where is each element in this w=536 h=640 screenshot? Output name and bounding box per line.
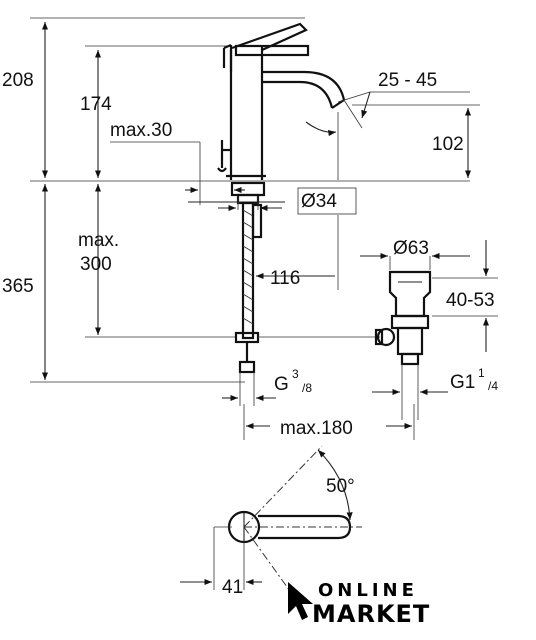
label-300: 300 xyxy=(80,254,112,275)
label-max180: max.180 xyxy=(280,418,353,439)
dim-max180-line xyxy=(243,404,415,440)
label-g114-sup: 1 xyxy=(478,366,485,380)
logo-line2: MARKET xyxy=(312,600,430,628)
dim-40-53-line xyxy=(432,240,498,352)
dim-300-line xyxy=(85,184,235,338)
label-d63: Ø63 xyxy=(393,238,429,259)
label-50-deg: 50° xyxy=(326,476,355,497)
waste-valve xyxy=(374,270,432,366)
dim-g114-line xyxy=(372,364,448,420)
angle-25-45-dim xyxy=(305,91,470,137)
label-208: 208 xyxy=(2,70,34,91)
shank-assembly xyxy=(188,181,380,374)
dim-d63-line xyxy=(360,252,470,270)
label-d34: Ø34 xyxy=(301,191,337,212)
label-174: 174 xyxy=(80,94,112,115)
label-116: 116 xyxy=(270,268,300,289)
label-g114-sub: /4 xyxy=(488,379,498,393)
logo-line1: ONLINE xyxy=(318,580,418,601)
dim-174-line xyxy=(85,45,230,178)
label-angle-25-45: 25 - 45 xyxy=(378,70,437,91)
dim-365-line xyxy=(30,184,245,383)
label-max: max. xyxy=(78,230,119,251)
dim-d34-line xyxy=(218,187,357,215)
dim-116-line xyxy=(256,215,339,290)
label-g38-main: G xyxy=(274,374,289,395)
label-g38: G 3 /8 xyxy=(274,367,312,395)
label-41: 41 xyxy=(222,577,243,598)
label-max30: max.30 xyxy=(110,120,172,141)
dim-max30-line xyxy=(110,141,245,205)
faucet-side-view xyxy=(217,22,346,180)
label-g114: G1 1 /4 xyxy=(450,366,498,393)
dim-102-line xyxy=(337,104,480,180)
dim-208-line xyxy=(30,17,305,178)
online-market-logo: ONLINE MARKET xyxy=(288,580,430,628)
dim-g38-line xyxy=(222,372,276,406)
label-g114-main: G1 xyxy=(450,372,475,393)
label-102: 102 xyxy=(432,134,464,155)
label-g38-sup: 3 xyxy=(292,367,299,381)
cursor-icon xyxy=(288,582,313,620)
label-40-53: 40-53 xyxy=(446,290,495,311)
label-365: 365 xyxy=(2,276,34,297)
label-g38-sub: /8 xyxy=(302,381,312,395)
